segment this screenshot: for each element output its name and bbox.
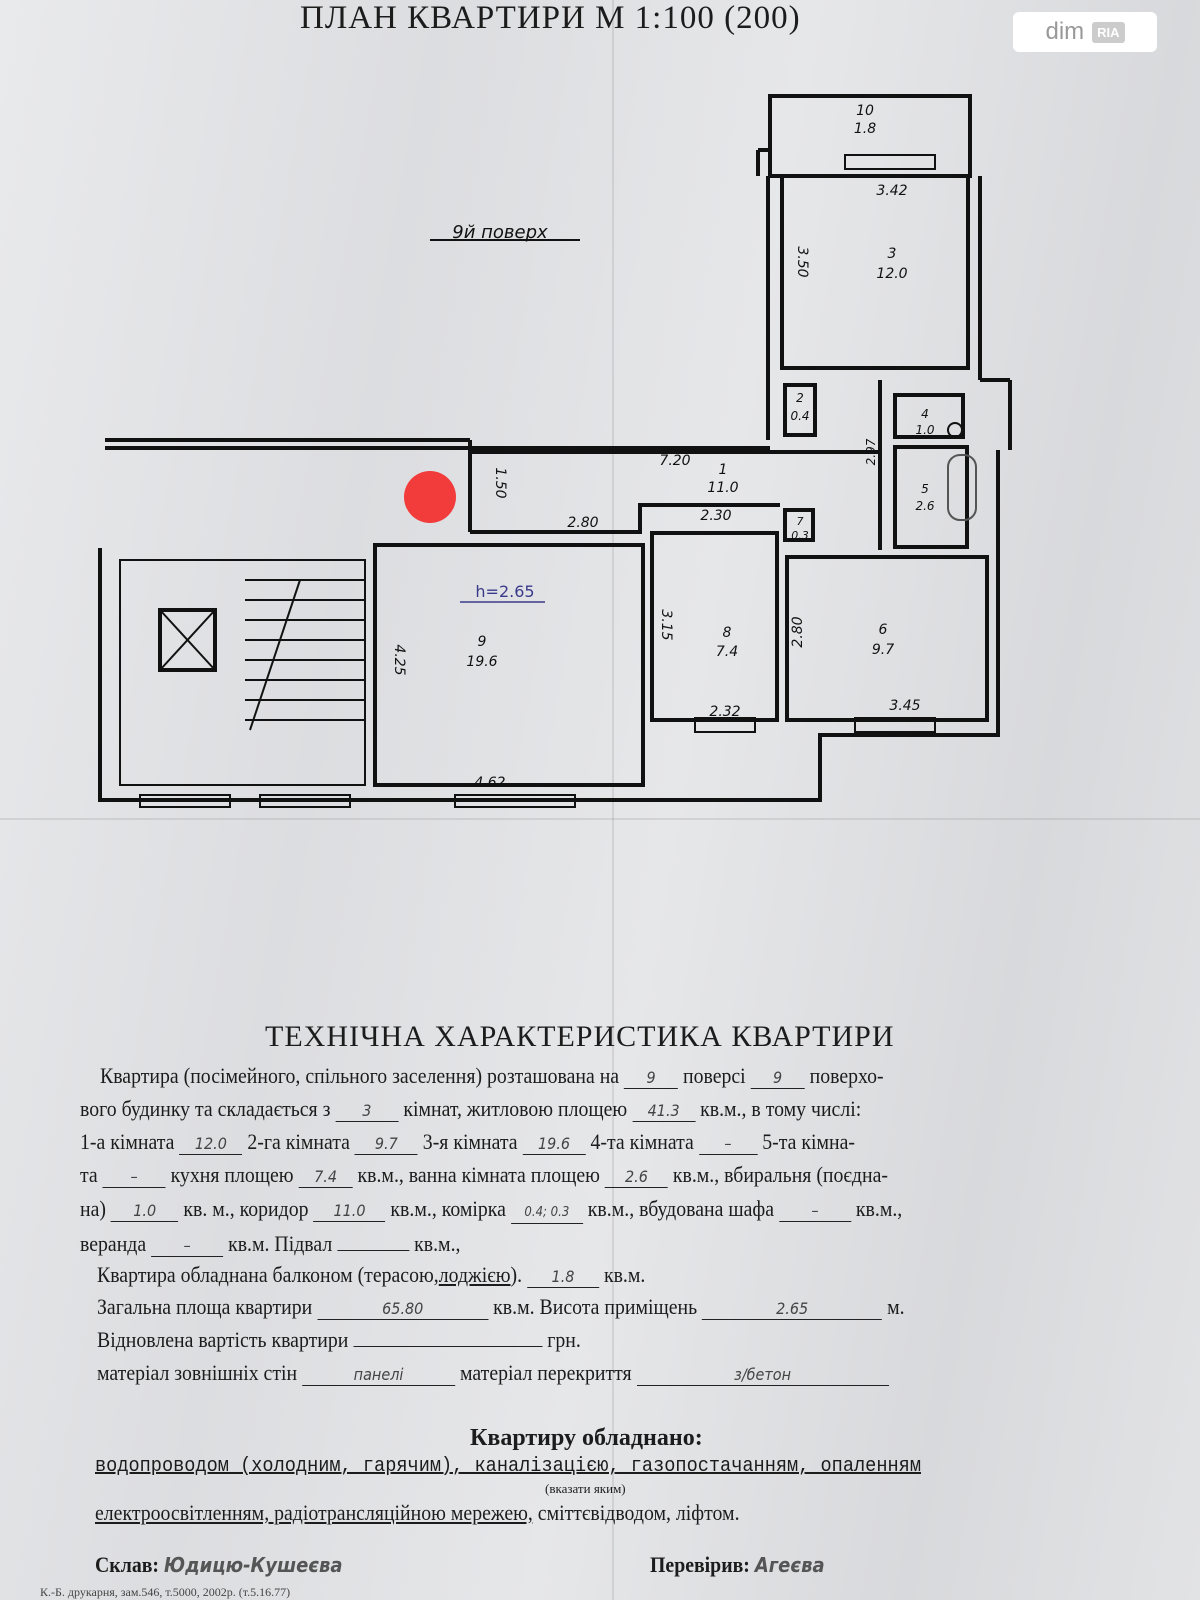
room-number: 5 bbox=[921, 482, 929, 496]
signature: Агеєва bbox=[754, 1553, 825, 1577]
form-line: 1-а кімната 12.0 2-га кімната 9.7 3-я кі… bbox=[80, 1129, 855, 1155]
height-field: 2.65 bbox=[702, 1299, 883, 1320]
dimension: 2.30 bbox=[700, 508, 731, 524]
dimension: 2.97 bbox=[864, 438, 878, 465]
storage-field: 0.4; 0.3 bbox=[510, 1203, 583, 1224]
total-area-field: 65.80 bbox=[317, 1299, 489, 1320]
height-note: h=2.65 bbox=[475, 582, 534, 601]
room5-field: – bbox=[102, 1167, 166, 1188]
walls bbox=[98, 94, 1012, 808]
form-line: на) 1.0 кв. м., коридор 11.0 кв.м., комі… bbox=[80, 1196, 902, 1224]
basement-field bbox=[337, 1230, 410, 1251]
room-area: 11.0 bbox=[707, 480, 738, 496]
equipment-title: Квартиру обладнано: bbox=[470, 1425, 703, 1451]
form-line: матеріал зовнішніх стін панелі матеріал … bbox=[97, 1360, 889, 1386]
equipment-list: водопроводом (холодним, гарячим), каналі… bbox=[95, 1455, 921, 1478]
room3-field: 19.6 bbox=[522, 1134, 586, 1155]
room1-field: 12.0 bbox=[179, 1134, 243, 1155]
room-area: 1.0 bbox=[915, 423, 934, 437]
room4-field: – bbox=[698, 1134, 758, 1155]
spec-title: ТЕХНІЧНА ХАРАКТЕРИСТИКА КВАРТИРИ bbox=[265, 1020, 895, 1053]
room-number: 3 bbox=[888, 246, 897, 262]
form-line: Квартира обладнана балконом (терасою,лод… bbox=[97, 1262, 646, 1288]
living-area-field: 41.3 bbox=[632, 1101, 696, 1122]
slab-material-field: з/бетон bbox=[636, 1365, 889, 1386]
dimension: 2.80 bbox=[790, 616, 806, 647]
bath-field: 2.6 bbox=[604, 1167, 668, 1188]
veranda-field: – bbox=[151, 1236, 224, 1257]
logo-text: dim bbox=[1045, 18, 1085, 45]
equipment-hint: (вказати яким) bbox=[545, 1481, 626, 1496]
dimension: 2.32 bbox=[709, 704, 740, 720]
room-area: 12.0 bbox=[876, 266, 907, 282]
wardrobe-field: – bbox=[778, 1201, 851, 1222]
dim-ria-logo[interactable]: dim RIA bbox=[1013, 12, 1157, 52]
corridor-field: 11.0 bbox=[313, 1201, 386, 1222]
room-number: 2 bbox=[796, 391, 804, 405]
equipment-list: електроосвітленням, радіотрансляційною м… bbox=[95, 1500, 740, 1525]
dimension: 3.50 bbox=[794, 246, 810, 277]
dimension: 7.20 bbox=[659, 453, 690, 469]
floor-note: 9й поверх bbox=[452, 222, 548, 243]
form-line: Загальна площа квартири 65.80 кв.м. Висо… bbox=[97, 1294, 905, 1320]
floors-total-field: 9 bbox=[750, 1068, 805, 1089]
printer-footer: К.-Б. друкарня, зам.546, т.5000, 2002р. … bbox=[40, 1585, 291, 1599]
cost-field bbox=[353, 1326, 543, 1347]
fold-line bbox=[0, 818, 1200, 820]
room-number: 6 bbox=[879, 622, 888, 638]
dimension: 3.45 bbox=[889, 698, 920, 714]
room-area: 0.3 bbox=[791, 529, 809, 542]
floor-field: 9 bbox=[624, 1068, 679, 1089]
dimension: 3.15 bbox=[658, 609, 674, 640]
room-number: 8 bbox=[723, 625, 732, 641]
room-area: 0.4 bbox=[790, 409, 809, 423]
room-area: 1.8 bbox=[854, 121, 876, 137]
form-line: та – кухня площею 7.4 кв.м., ванна кімна… bbox=[80, 1162, 888, 1188]
form-line: Квартира (посімейного, спільного заселен… bbox=[100, 1063, 884, 1089]
logo-badge: RIA bbox=[1092, 21, 1125, 43]
room-area: 2.6 bbox=[915, 499, 934, 513]
dimension: 4.25 bbox=[391, 644, 407, 675]
form-line: вого будинку та складається з 3 кімнат, … bbox=[80, 1096, 862, 1122]
wc-field: 1.0 bbox=[110, 1201, 179, 1222]
rooms-field: 3 bbox=[335, 1101, 399, 1122]
made-by: Склав: Юдицю-Кушеєва bbox=[95, 1552, 343, 1577]
room-number: 1 bbox=[719, 462, 728, 478]
signature: Юдицю-Кушеєва bbox=[163, 1553, 343, 1577]
dimension: 1.50 bbox=[492, 467, 508, 498]
location-marker bbox=[404, 471, 456, 523]
dimension: 3.42 bbox=[876, 183, 907, 199]
room-number: 4 bbox=[921, 407, 929, 421]
room-area: 7.4 bbox=[716, 644, 738, 660]
form-line: Відновлена вартість квартири грн. bbox=[97, 1326, 581, 1352]
room-area: 19.6 bbox=[466, 654, 497, 670]
dimension: 2.80 bbox=[567, 515, 598, 531]
floor-plan: 10 1.8 3 12.0 2 0.4 4 1.0 1 11.0 5 2.6 70.3 9 1… bbox=[98, 94, 1012, 808]
room2-field: 9.7 bbox=[354, 1134, 418, 1155]
checked-by: Перевірив: Агеєва bbox=[650, 1552, 825, 1577]
room-number: 10 bbox=[856, 103, 874, 119]
walls-material-field: панелі bbox=[302, 1365, 456, 1386]
balcony-field: 1.8 bbox=[527, 1267, 600, 1288]
plan-title: ПЛАН КВАРТИРИ М 1:100 (200) bbox=[300, 0, 801, 36]
kitchen-field: 7.4 bbox=[298, 1167, 353, 1188]
room-number: 7 bbox=[797, 515, 804, 528]
room-number: 9 bbox=[478, 634, 487, 650]
form-line: веранда – кв.м. Підвал кв.м., bbox=[80, 1230, 461, 1257]
dimension: 4.62 bbox=[474, 775, 505, 791]
room-area: 9.7 bbox=[872, 642, 894, 658]
